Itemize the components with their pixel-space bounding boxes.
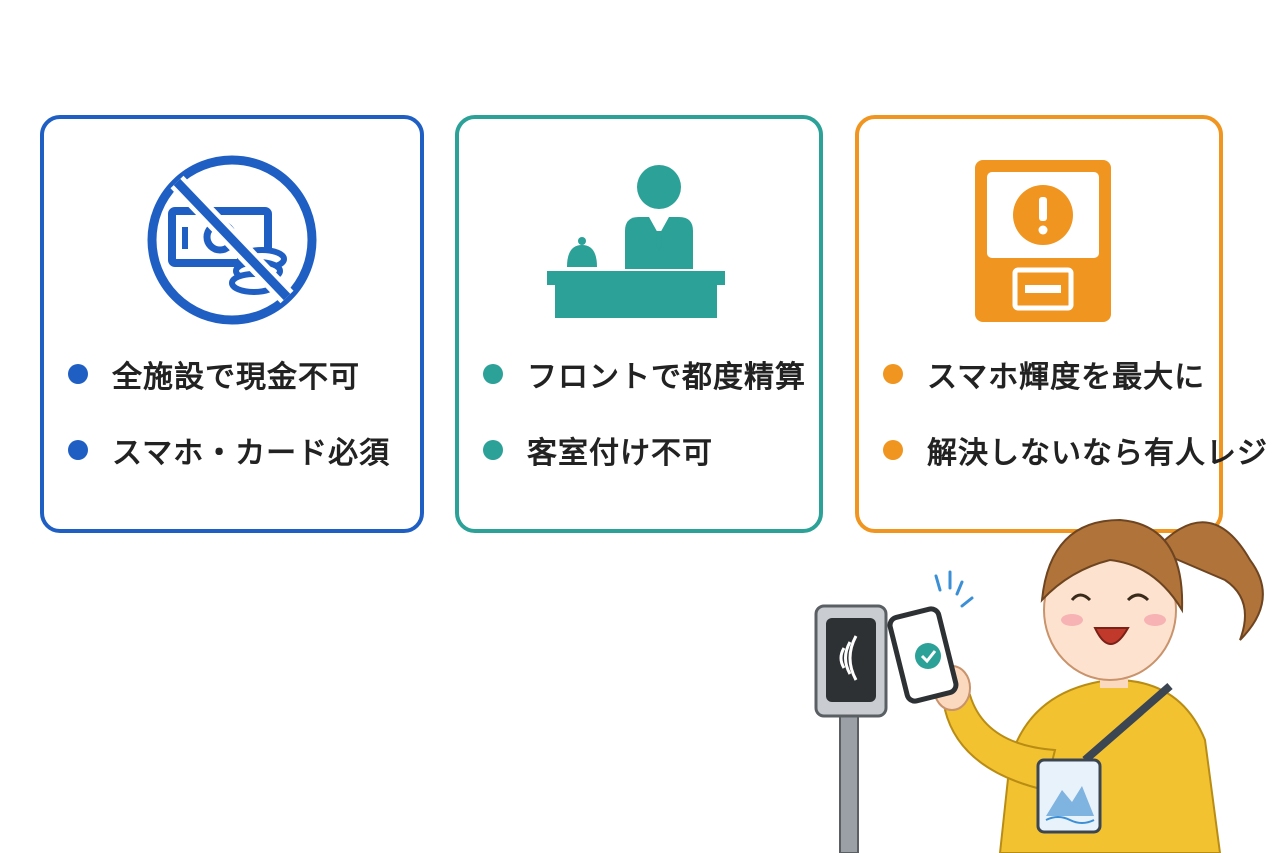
payment-terminal-alert-icon <box>975 160 1111 322</box>
bullet-dot <box>68 440 88 460</box>
bullet-text: フロントで都度精算 <box>527 360 806 395</box>
woman-character <box>1040 518 1184 681</box>
bullet-text: 客室付け不可 <box>527 436 713 471</box>
bullet-dot <box>883 364 903 384</box>
bullet-text: 全施設で現金不可 <box>112 360 360 395</box>
no-cash-icon <box>147 155 317 325</box>
bullet-dot <box>68 364 88 384</box>
bullet-dot <box>483 440 503 460</box>
card-terminal-tips: スマホ輝度を最大に 解決しないなら有人レジ <box>855 115 1267 533</box>
contactless-reader-icon <box>814 604 888 853</box>
card-2-bullets: フロントで都度精算 客室付け不可 <box>483 355 806 507</box>
front-desk-icon <box>547 165 725 318</box>
bullet-text: 解決しないなら有人レジ <box>927 436 1268 471</box>
list-item: 全施設で現金不可 <box>68 355 390 395</box>
payment-illustration <box>814 518 1264 853</box>
list-item: スマホ・カード必須 <box>68 431 391 471</box>
bullet-text: スマホ輝度を最大に <box>927 360 1206 395</box>
lanyard-pass-icon <box>1036 758 1102 834</box>
smartphone-check-icon <box>887 606 959 704</box>
bullet-dot <box>883 440 903 460</box>
card-front-desk: フロントで都度精算 客室付け不可 <box>455 115 823 533</box>
bullet-dot <box>483 364 503 384</box>
list-item: スマホ輝度を最大に <box>883 355 1268 395</box>
card-3-bullets: スマホ輝度を最大に 解決しないなら有人レジ <box>883 355 1268 507</box>
list-item: 客室付け不可 <box>483 431 806 471</box>
list-item: フロントで都度精算 <box>483 355 806 395</box>
card-1-bullets: 全施設で現金不可 スマホ・カード必須 <box>68 355 390 507</box>
list-item: 解決しないなら有人レジ <box>883 431 1268 471</box>
card-no-cash: 全施設で現金不可 スマホ・カード必須 <box>40 115 424 533</box>
bullet-text: スマホ・カード必須 <box>112 436 391 471</box>
